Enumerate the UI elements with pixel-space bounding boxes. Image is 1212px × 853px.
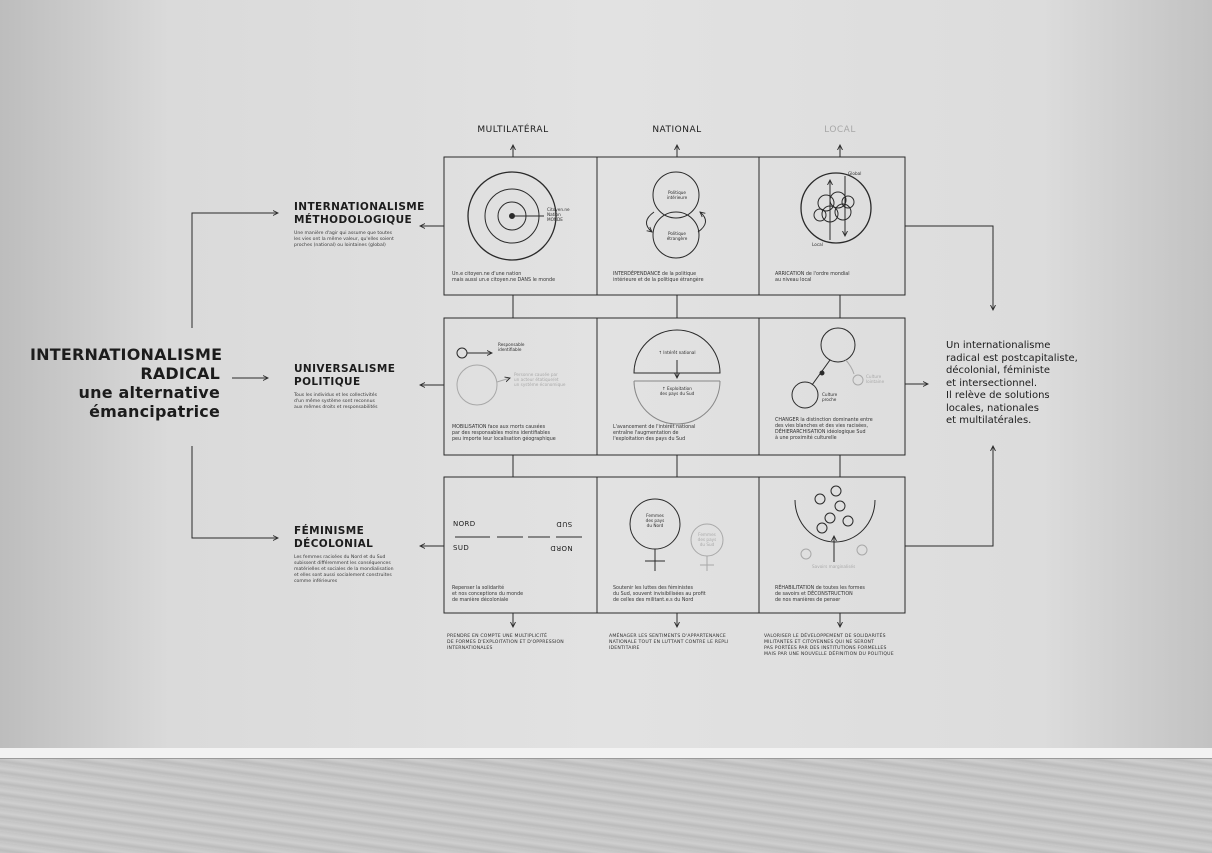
r1c2-interdependence-diagram — [646, 171, 706, 259]
r1c3-label-global: Global — [848, 171, 862, 176]
r2c2-label-interet: ↑ Intérêt national — [658, 350, 696, 355]
row-title-internationalisme: INTERNATIONALISME MÉTHODOLOGIQUE — [294, 201, 425, 226]
row-return-arrows — [420, 226, 444, 546]
grid-panels — [443, 156, 906, 614]
r1c1-caption: Un.e citoyen.ne d'une nation mais aussi … — [452, 272, 556, 283]
r1c3-label-local: Local — [812, 242, 823, 247]
r3c1-label-nord-inverted: NORD — [550, 544, 573, 552]
r1c1-labels: Citoyen.ne Nation MONDE — [547, 207, 570, 223]
r2c2-national-interest-diagram — [633, 329, 721, 425]
r3c2-feminism-diagram — [629, 498, 724, 571]
column-up-arrows — [513, 145, 840, 157]
row-desc-universalisme: Tous les individus et les collectivités … — [294, 393, 378, 410]
row-title-universalisme: UNIVERSALISME POLITIQUE — [294, 363, 396, 388]
column-header-multilateral: MULTILATÉRAL — [477, 125, 549, 135]
r1c2-label-interieure: Politique intérieure — [666, 190, 688, 201]
r2c1-caption: MOBILISATION face aux morts causées par … — [452, 425, 556, 442]
r2c1-label-identifiable: Responsable identifiable — [498, 342, 525, 353]
r2c3-label-proche: Culture proche — [822, 392, 838, 403]
r2c2-label-exploitation: ↑ Exploitation des pays du Sud — [659, 386, 695, 397]
r3c1-label-nord: NORD — [453, 520, 476, 528]
concrete-floor — [0, 759, 1212, 853]
r3c2-label-sud: Femmes des pays du Sud — [697, 532, 717, 548]
footer-local: VALORISER LE DÉVELOPPEMENT DE SOLIDARITÉ… — [764, 634, 894, 657]
r2c3-caption: CHANGER la distinction dominante entre d… — [775, 418, 873, 441]
r3c3-knowledge-diagram — [794, 485, 876, 562]
column-header-local: LOCAL — [824, 125, 856, 135]
r1c2-caption: INTERDÉPENDANCE de la politique intérieu… — [613, 272, 704, 283]
footer-down-arrows — [513, 613, 840, 627]
footer-multilateral: PRENDRE EN COMPTE UNE MULTIPLICITÉ DE FO… — [447, 634, 564, 651]
r2c1-responsibility-diagram — [456, 347, 510, 406]
r2c3-culture-diagram — [791, 327, 864, 409]
row-desc-internationalisme: Une manière d'agir qui assume que toutes… — [294, 231, 394, 248]
r1c3-caption: ARRICATION de l'ordre mondial au niveau … — [775, 272, 850, 283]
r3c3-label-savoirs: Savoirs marginalisés — [812, 564, 856, 569]
r2c3-label-lointaine: Culture lointaine — [866, 374, 885, 385]
r1c2-label-etrangere: Politique étrangère — [666, 231, 688, 242]
r3c1-label-sud-inverted: SUD — [556, 520, 573, 528]
r3c2-label-nord: Femmes des pays du Nord — [645, 513, 665, 529]
column-header-national: NATIONAL — [652, 125, 702, 135]
conclusion-text: Un internationalisme radical est postcap… — [946, 340, 1078, 426]
baseboard — [0, 748, 1212, 759]
r2c2-caption: L'avancement de l'intérêt national entra… — [613, 425, 696, 442]
r2c1-label-system: Personne causée par un acteur étatique/e… — [514, 372, 566, 388]
r3c2-caption: Soutenir les luttes des féministes du Su… — [613, 586, 706, 603]
main-title: INTERNATIONALISME RADICAL une alternativ… — [30, 345, 223, 421]
gallery-wall — [0, 0, 1212, 750]
r1c3-global-local-diagram — [800, 172, 872, 244]
footer-national: AMÉNAGER LES SENTIMENTS D'APPARTENANCE N… — [609, 634, 729, 651]
r1c1-concentric-diagram — [467, 171, 557, 261]
conclusion-bracket — [905, 225, 993, 547]
row-title-feminisme: FÉMINISME DÉCOLONIAL — [294, 525, 374, 550]
main-bracket — [191, 213, 278, 538]
r3c1-label-sud: SUD — [453, 544, 470, 552]
r3c1-caption: Repenser la solidarité et nos conception… — [452, 586, 524, 603]
row-desc-feminisme: Les femmes racisées du Nord et du Sud su… — [294, 555, 394, 584]
r3c3-caption: RÉHABILITATION de toutes les formes de s… — [775, 586, 865, 603]
